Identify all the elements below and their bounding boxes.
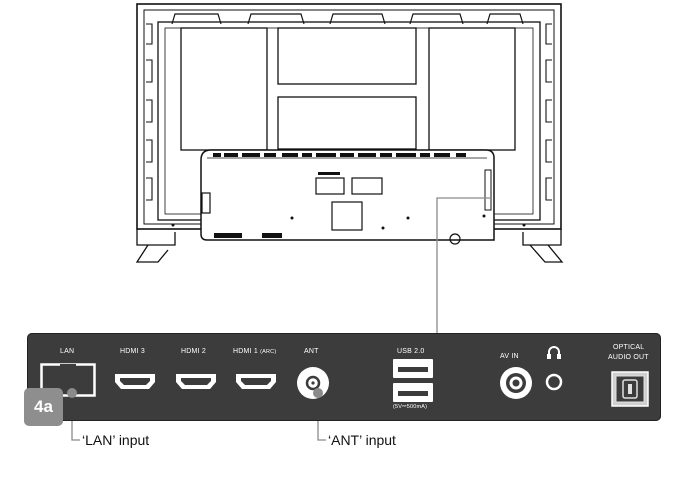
ant-callout-dot <box>313 388 323 398</box>
avin-port <box>500 367 532 399</box>
hdmi1-label: HDMI 1 (ARC) <box>233 348 277 355</box>
lan-label: LAN <box>60 348 75 355</box>
hdmi3-port <box>114 373 156 390</box>
headphone-icon <box>547 346 561 359</box>
hdmi3-label: HDMI 3 <box>120 348 145 355</box>
step-badge: 4a <box>24 388 63 426</box>
hdmi1-port <box>235 373 277 390</box>
optical-label-line1: OPTICAL <box>613 344 645 351</box>
usb-label: USB 2.0 <box>397 348 425 355</box>
optical-port <box>611 371 649 407</box>
usb-ports <box>393 359 433 402</box>
lan-callout-dot <box>67 388 77 398</box>
optical-label-line2: AUDIO OUT <box>608 354 649 361</box>
usb-rating-label: (5V⎓500mA) <box>393 404 428 410</box>
ant-label: ANT <box>304 348 319 355</box>
hdmi2-label: HDMI 2 <box>181 348 206 355</box>
headphone-jack <box>545 373 563 391</box>
hdmi2-port <box>175 373 217 390</box>
avin-label: AV IN <box>500 353 519 360</box>
ant-callout-label: ‘ANT’ input <box>328 432 396 448</box>
lan-callout-label: ‘LAN’ input <box>82 432 150 448</box>
